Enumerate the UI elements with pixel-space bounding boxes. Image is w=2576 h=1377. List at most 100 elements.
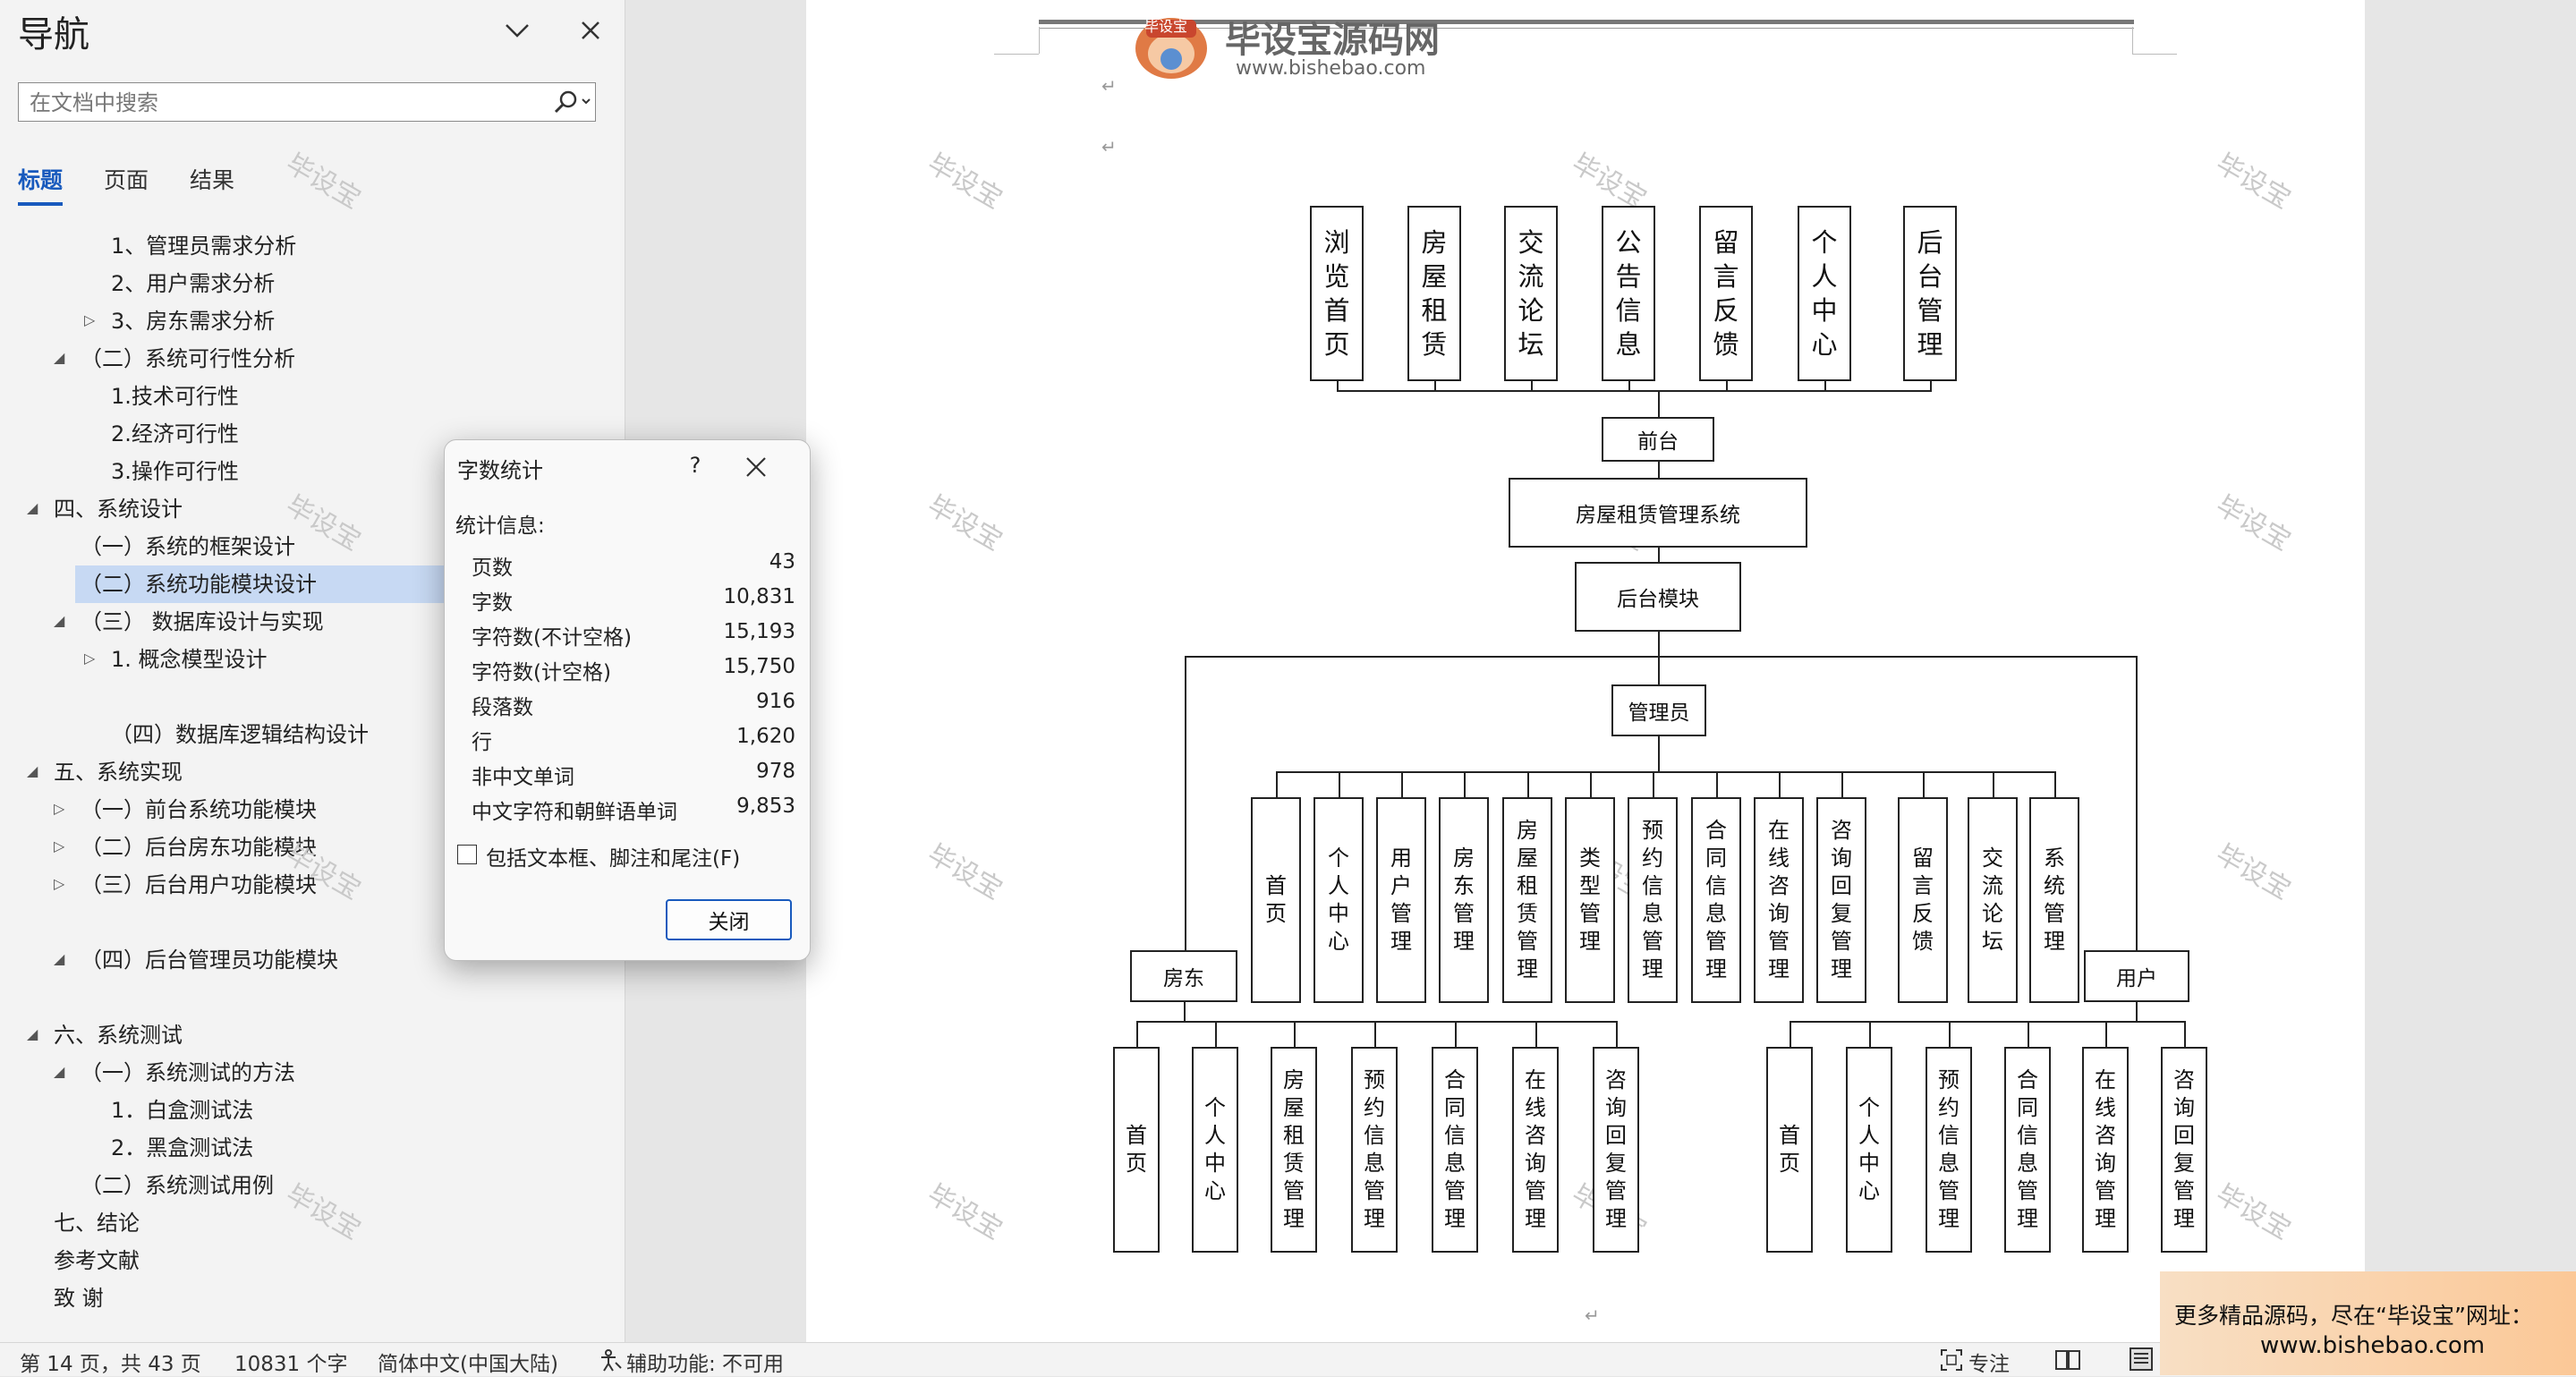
nav-heading-item[interactable]: 2.经济可行性 bbox=[111, 421, 239, 446]
help-icon[interactable]: ? bbox=[689, 453, 701, 478]
print-layout-icon[interactable] bbox=[2128, 1347, 2155, 1377]
focus-mode[interactable]: 专注 bbox=[1968, 1353, 2010, 1376]
focus-icon[interactable] bbox=[1940, 1348, 1963, 1377]
admin-item-box: 房屋租赁管理 bbox=[1502, 797, 1552, 1003]
admin-item-box: 咨询回复管理 bbox=[1816, 797, 1866, 1003]
nav-heading-item[interactable]: （一）系统的框架设计 bbox=[81, 534, 295, 559]
include-textbox-label: 包括文本框、脚注和尾注(F) bbox=[486, 847, 741, 871]
nav-heading-item[interactable]: （三）后台用户功能模块 bbox=[81, 872, 317, 897]
tab-pages[interactable]: 页面 bbox=[104, 167, 149, 193]
user-item-box: 预约信息管理 bbox=[1926, 1047, 1972, 1253]
nav-heading-item[interactable]: 1.技术可行性 bbox=[111, 384, 239, 409]
connector-line bbox=[1658, 462, 1660, 478]
watermark: 毕设宝 bbox=[922, 1178, 1007, 1246]
connector-line bbox=[1658, 548, 1660, 562]
watermark: 毕设宝 bbox=[2210, 838, 2296, 906]
connector-line bbox=[2136, 656, 2138, 951]
collapse-triangle-icon[interactable]: ◢ bbox=[54, 1063, 65, 1080]
connector-line bbox=[1930, 381, 1932, 392]
landlord-item-box: 个人中心 bbox=[1192, 1047, 1238, 1253]
admin-item-box: 用户管理 bbox=[1376, 797, 1426, 1003]
user-item-box: 合同信息管理 bbox=[2004, 1047, 2051, 1253]
nav-heading-item[interactable]: （一）前台系统功能模块 bbox=[81, 797, 317, 822]
collapse-triangle-icon[interactable]: ◢ bbox=[54, 612, 65, 629]
nav-heading-item[interactable]: （二）系统测试用例 bbox=[81, 1173, 274, 1198]
front-item-box: 交流论坛 bbox=[1504, 206, 1558, 381]
search-icon[interactable] bbox=[552, 89, 591, 119]
nav-heading-item[interactable]: （二）系统可行性分析 bbox=[81, 346, 295, 371]
include-textbox-checkbox[interactable] bbox=[457, 845, 477, 864]
connector-line bbox=[1527, 771, 1529, 797]
page-corner-mark bbox=[994, 54, 1039, 55]
nav-heading-item[interactable]: 1．白盒测试法 bbox=[111, 1098, 254, 1123]
paragraph-mark: ↵ bbox=[1101, 75, 1117, 97]
search-box[interactable] bbox=[18, 82, 596, 122]
language[interactable]: 简体中文(中国大陆) bbox=[378, 1353, 558, 1376]
admin-item-box: 留言反馈 bbox=[1898, 797, 1948, 1003]
collapse-triangle-icon[interactable]: ◢ bbox=[54, 349, 65, 366]
close-icon[interactable] bbox=[573, 13, 608, 48]
nav-heading-item[interactable]: 3、房东需求分析 bbox=[111, 309, 276, 334]
nav-heading-item[interactable]: （一）系统测试的方法 bbox=[81, 1060, 295, 1085]
expand-triangle-icon[interactable]: ▷ bbox=[84, 650, 96, 667]
nav-heading-item[interactable]: 七、结论 bbox=[54, 1211, 140, 1236]
dialog-close-icon[interactable] bbox=[740, 451, 772, 483]
connector-line bbox=[1136, 1021, 1618, 1023]
nav-heading-item[interactable]: （二）后台房东功能模块 bbox=[81, 835, 317, 860]
connector-line bbox=[1339, 771, 1340, 797]
page-count[interactable]: 第 14 页，共 43 页 bbox=[20, 1353, 201, 1376]
nav-heading-item[interactable]: （四）数据库逻辑结构设计 bbox=[111, 722, 369, 747]
word-count[interactable]: 10831 个字 bbox=[234, 1353, 348, 1376]
admin-item-box: 在线咨询管理 bbox=[1754, 797, 1804, 1003]
nav-heading-item[interactable]: 致 谢 bbox=[54, 1286, 104, 1311]
nav-heading-item[interactable]: 2、用户需求分析 bbox=[111, 271, 276, 296]
collapse-triangle-icon[interactable]: ◢ bbox=[54, 950, 65, 967]
nav-heading-item[interactable]: 1. 概念模型设计 bbox=[111, 647, 268, 672]
accessibility-status[interactable]: 辅助功能: 不可用 bbox=[626, 1353, 785, 1376]
watermark: 毕设宝 bbox=[922, 489, 1007, 557]
expand-triangle-icon[interactable]: ▷ bbox=[54, 875, 65, 892]
search-input[interactable] bbox=[28, 87, 550, 119]
connector-line bbox=[1276, 771, 2056, 773]
chevron-down-icon[interactable] bbox=[499, 13, 535, 48]
tab-headings[interactable]: 标题 bbox=[18, 167, 64, 193]
nav-heading-item[interactable]: 五、系统实现 bbox=[54, 760, 183, 785]
nav-heading-item[interactable]: 四、系统设计 bbox=[54, 497, 183, 522]
active-tab-indicator bbox=[18, 202, 63, 206]
admin-item-box: 合同信息管理 bbox=[1691, 797, 1741, 1003]
connector-line bbox=[2184, 1021, 2186, 1047]
logo-url: www.bishebao.com bbox=[1236, 57, 1426, 80]
collapse-triangle-icon[interactable]: ◢ bbox=[27, 499, 38, 516]
admin-item-box: 类型管理 bbox=[1565, 797, 1615, 1003]
landlord-item-box: 在线咨询管理 bbox=[1512, 1047, 1559, 1253]
connector-line bbox=[1779, 771, 1781, 797]
front-item-box: 后台管理 bbox=[1903, 206, 1957, 381]
nav-heading-item[interactable]: （三） 数据库设计与实现 bbox=[81, 609, 324, 634]
admin-item-box: 房东管理 bbox=[1439, 797, 1489, 1003]
nav-heading-item[interactable]: 参考文献 bbox=[54, 1248, 140, 1273]
nav-heading-item[interactable]: （四）后台管理员功能模块 bbox=[81, 948, 338, 973]
read-mode-icon[interactable] bbox=[2054, 1348, 2081, 1377]
connector-line bbox=[1535, 1021, 1537, 1047]
close-button[interactable]: 关闭 bbox=[666, 899, 792, 940]
nav-heading-item[interactable]: 六、系统测试 bbox=[54, 1023, 183, 1048]
stat-row-chars-with-spaces: 字符数(计空格)15,750 bbox=[472, 655, 795, 684]
accessibility-icon[interactable] bbox=[598, 1348, 623, 1377]
nav-heading-item-selected[interactable]: （二）系统功能模块设计 bbox=[81, 572, 317, 597]
connector-line bbox=[2028, 1021, 2029, 1047]
nav-heading-item[interactable]: 2．黑盒测试法 bbox=[111, 1135, 254, 1160]
expand-triangle-icon[interactable]: ▷ bbox=[54, 800, 65, 817]
expand-triangle-icon[interactable]: ▷ bbox=[54, 837, 65, 854]
collapse-triangle-icon[interactable]: ◢ bbox=[27, 1025, 38, 1042]
promo-banner[interactable]: 更多精品源码，尽在“毕设宝”网址： www.bishebao.com bbox=[2160, 1271, 2576, 1375]
tab-results[interactable]: 结果 bbox=[190, 167, 235, 193]
nav-heading-item[interactable]: 3.操作可行性 bbox=[111, 459, 239, 484]
logo-text: 毕设宝源码网 bbox=[1225, 20, 1440, 61]
paragraph-mark: ↵ bbox=[1101, 136, 1117, 157]
connector-line bbox=[1869, 1021, 1871, 1047]
expand-triangle-icon[interactable]: ▷ bbox=[84, 311, 96, 328]
nav-heading-item[interactable]: 1、管理员需求分析 bbox=[111, 234, 297, 259]
collapse-triangle-icon[interactable]: ◢ bbox=[27, 762, 38, 779]
